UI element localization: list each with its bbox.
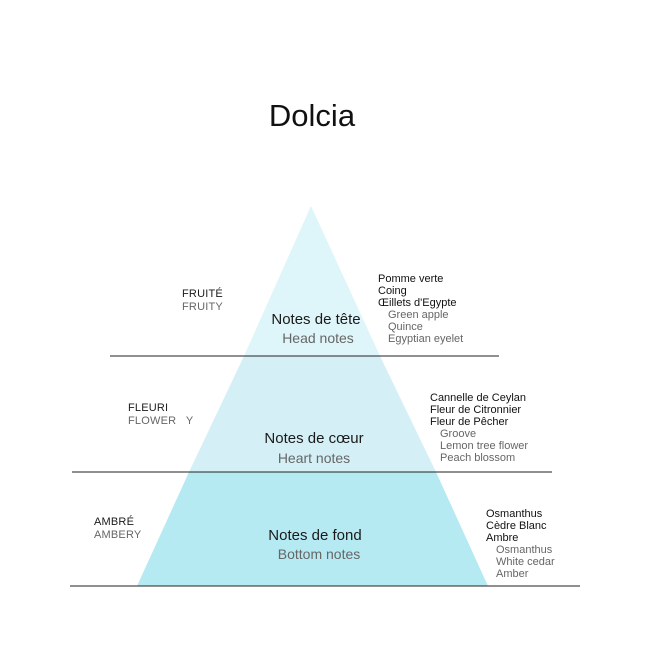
tier-head-label-fr: Notes de tête bbox=[271, 311, 361, 328]
tier-heart-label-fr: Notes de cœur bbox=[264, 430, 364, 447]
tier-base-label-fr: Notes de fond bbox=[268, 527, 362, 544]
pyramid-heart-band bbox=[189, 356, 436, 472]
note-fr: Coing bbox=[378, 285, 407, 297]
family-fr: FLEURI bbox=[128, 402, 169, 414]
notes-heart: Cannelle de Ceylan Fleur de Citronnier F… bbox=[430, 392, 528, 464]
note-en: Amber bbox=[496, 568, 529, 580]
notes-head: Pomme verte Coing Œillets d'Egypte Green… bbox=[378, 273, 463, 345]
family-fruity: FRUITÉ FRUITY bbox=[182, 288, 223, 314]
note-fr: Fleur de Citronnier bbox=[430, 404, 522, 416]
tier-head-label-en: Head notes bbox=[282, 330, 354, 346]
family-fr: AMBRÉ bbox=[94, 516, 135, 528]
note-en: Quince bbox=[388, 321, 423, 333]
pyramid-base-band bbox=[137, 472, 488, 586]
family-fr: FRUITÉ bbox=[182, 288, 223, 300]
pyramid-head-band bbox=[244, 206, 380, 356]
note-en: White cedar bbox=[496, 556, 555, 568]
notes-base: Osmanthus Cèdre Blanc Ambre Osmanthus Wh… bbox=[486, 508, 555, 580]
note-fr: Œillets d'Egypte bbox=[378, 297, 457, 309]
family-ambery: AMBRÉ AMBERY bbox=[94, 516, 141, 542]
tier-base-label-en: Bottom notes bbox=[277, 546, 361, 562]
note-fr: Cèdre Blanc bbox=[486, 520, 547, 532]
note-fr: Ambre bbox=[486, 532, 519, 544]
note-en: Green apple bbox=[388, 309, 449, 321]
family-en: AMBERY bbox=[94, 529, 142, 541]
tier-heart-label-en: Heart notes bbox=[277, 450, 351, 466]
note-en: Peach blossom bbox=[440, 452, 516, 464]
note-en: Groove bbox=[440, 428, 477, 440]
note-fr: Osmanthus bbox=[486, 508, 543, 520]
note-fr: Cannelle de Ceylan bbox=[430, 392, 527, 404]
diagram-title: Dolcia bbox=[268, 98, 356, 133]
note-en: Egyptian eyelet bbox=[388, 333, 464, 345]
family-en: FRUITY bbox=[182, 301, 223, 313]
family-en: FLOWER Y bbox=[128, 415, 194, 427]
note-en: Lemon tree flower bbox=[440, 440, 529, 452]
note-fr: Pomme verte bbox=[378, 273, 444, 285]
note-fr: Fleur de Pêcher bbox=[430, 416, 509, 428]
note-en: Osmanthus bbox=[496, 544, 553, 556]
family-floral: FLEURI FLOWER Y bbox=[128, 402, 193, 428]
